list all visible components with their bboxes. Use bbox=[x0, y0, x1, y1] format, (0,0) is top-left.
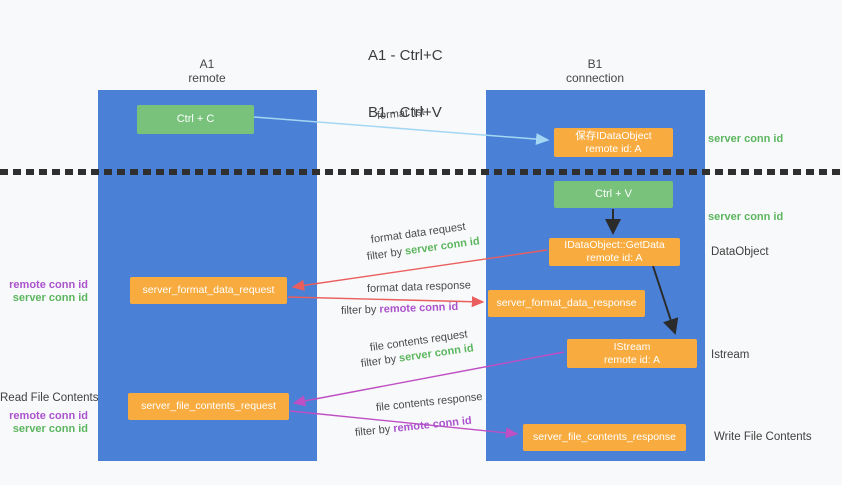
node-istream: IStream remote id: A bbox=[567, 339, 697, 368]
node-ctrl-c: Ctrl + C bbox=[137, 105, 254, 134]
node-getdata-line1: IDataObject::GetData bbox=[564, 239, 665, 251]
column-b1-subtitle: connection bbox=[565, 71, 625, 85]
left-server-conn-id-top: server conn id bbox=[12, 292, 88, 304]
node-ctrl-c-label: Ctrl + C bbox=[176, 113, 215, 125]
node-server-file-contents-request: server_file_contents_request bbox=[128, 393, 289, 420]
left-conn-id-group-bottom: remote conn id server conn id bbox=[0, 410, 88, 436]
node-save-idataobject-line1: 保存IDataObject bbox=[575, 129, 652, 142]
right-write-file-contents-label: Write File Contents bbox=[714, 431, 812, 443]
copy-paste-separator-dotted-line bbox=[0, 169, 842, 175]
node-getdata-line2: remote id: A bbox=[586, 252, 643, 264]
node-istream-line1: IStream bbox=[613, 340, 651, 353]
node-format-request-label: server_format_data_request bbox=[142, 284, 275, 296]
label-format-data-response: format data response bbox=[366, 279, 472, 295]
node-istream-line2: remote id: A bbox=[603, 353, 661, 366]
node-format-response-label: server_format_data_response bbox=[496, 297, 637, 309]
filter-by-text: filter by bbox=[340, 303, 377, 317]
remote-conn-id-text: remote conn id bbox=[392, 414, 473, 435]
node-file-request-label: server_file_contents_request bbox=[141, 400, 276, 412]
filter-by-text: filter by bbox=[366, 246, 403, 263]
filter-by-text: filter by bbox=[360, 353, 397, 370]
node-file-response-label: server_file_contents_response bbox=[532, 431, 676, 443]
left-remote-conn-id-bottom: remote conn id bbox=[9, 410, 88, 422]
node-save-idataobject: 保存IDataObject remote id: A bbox=[554, 128, 673, 157]
left-server-conn-id-bottom: server conn id bbox=[12, 423, 88, 435]
node-server-format-data-response: server_format_data_response bbox=[488, 290, 645, 317]
right-istream-label: Istream bbox=[711, 349, 750, 361]
column-a1-subtitle: remote bbox=[188, 71, 226, 85]
right-server-conn-id-top: server conn id bbox=[708, 133, 784, 145]
column-b1-name: B1 bbox=[587, 57, 603, 71]
column-header-a1: A1 remote bbox=[147, 57, 267, 85]
node-idataobject-getdata: IDataObject::GetData remote id: A bbox=[549, 238, 680, 266]
label-file-contents-response: file contents response bbox=[375, 390, 484, 414]
node-server-format-data-request: server_format_data_request bbox=[130, 277, 287, 304]
diagram-title: A1 - Ctrl+C B1 - Ctrl+V bbox=[368, 8, 443, 160]
left-conn-id-group-top: remote conn id server conn id bbox=[0, 279, 88, 305]
filter-by-text: filter by bbox=[354, 423, 391, 439]
title-line-ctrl-c: A1 - Ctrl+C bbox=[368, 47, 443, 64]
node-server-file-contents-response: server_file_contents_response bbox=[523, 424, 686, 451]
node-save-idataobject-line2: remote id: A bbox=[585, 142, 642, 155]
node-ctrl-v: Ctrl + V bbox=[554, 181, 673, 208]
node-ctrl-v-label: Ctrl + V bbox=[595, 188, 632, 200]
column-header-b1: B1 connection bbox=[535, 57, 655, 85]
right-dataobject-label: DataObject bbox=[711, 246, 769, 258]
left-remote-conn-id-top: remote conn id bbox=[9, 279, 88, 291]
right-server-conn-id-mid: server conn id bbox=[708, 211, 784, 223]
left-read-file-contents-label: Read File Contents bbox=[0, 392, 99, 404]
column-a1-name: A1 bbox=[199, 57, 215, 71]
remote-conn-id-text: remote conn id bbox=[379, 300, 459, 316]
